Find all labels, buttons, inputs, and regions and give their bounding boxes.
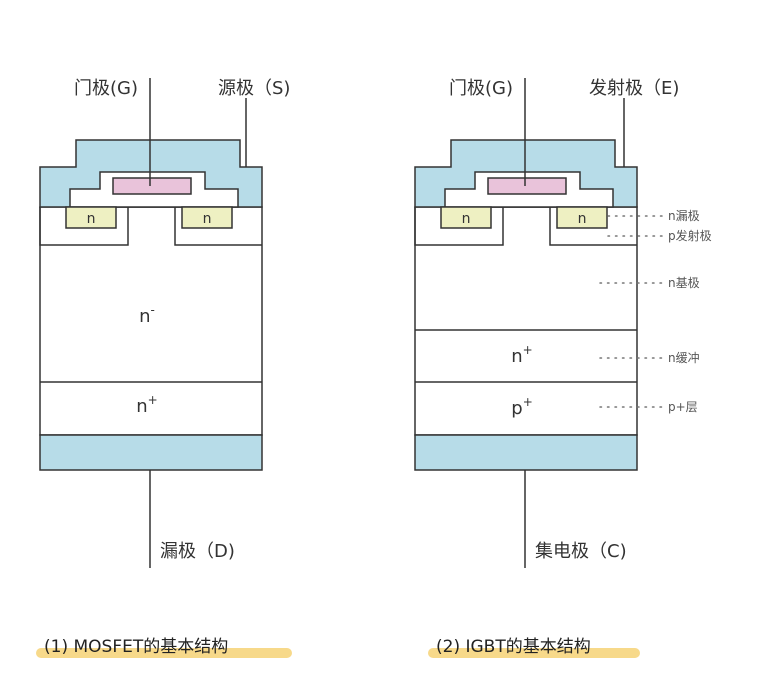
mosfet-drain-metal [39, 434, 263, 471]
igbt-p-layer-label: p+ [511, 395, 533, 419]
caption-highlight-igbt [428, 648, 640, 658]
annotation-p-plus-layer: p+层 [668, 400, 698, 414]
igbt-n-left-label: n [462, 211, 471, 227]
annotation-n-buffer: n缓冲 [668, 350, 700, 365]
caption-igbt: (2) IGBT的基本结构 [436, 637, 591, 657]
caption-mosfet: (1) MOSFET的基本结构 [44, 637, 228, 657]
igbt-gate-label: 门极(G) [449, 78, 513, 99]
mosfet-n-source-left [65, 206, 117, 229]
mosfet-gate-electrode [112, 177, 192, 195]
igbt-collector-label: 集电极（C) [535, 541, 627, 562]
annotation-n-base: n基极 [668, 276, 700, 290]
mosfet-p-well-right [174, 207, 262, 246]
mosfet-p-well-left [39, 207, 129, 246]
igbt-gate-electrode [487, 177, 567, 195]
mosfet-n-left-label: n [87, 211, 96, 227]
mosfet-structure: n n n- n+ 门极(G) 源极（S) 漏极（D) [39, 78, 290, 568]
igbt-p-well-right [549, 207, 637, 246]
igbt-p-well-left [414, 207, 504, 246]
igbt-n-right-label: n [578, 211, 587, 227]
igbt-structure: n n n+ p+ 门极(G) 发射极（E) 集电极（C) n漏极 p发射极 n… [414, 78, 712, 568]
igbt-n-emitter-left [440, 206, 492, 229]
mosfet-gate-label: 门极(G) [74, 78, 138, 99]
igbt-buffer-label: n+ [511, 343, 532, 367]
mosfet-substrate-label: n+ [136, 393, 157, 417]
mosfet-source-label: 源极（S) [218, 78, 290, 99]
mosfet-n-source-right [181, 206, 233, 229]
mosfet-n-right-label: n [203, 211, 212, 227]
igbt-collector-metal [414, 434, 638, 471]
annotation-p-emitter: p发射极 [668, 228, 712, 243]
igbt-n-emitter-right [556, 206, 608, 229]
captions: (1) MOSFET的基本结构 (2) IGBT的基本结构 [36, 637, 640, 658]
igbt-annotations [599, 215, 663, 408]
igbt-emitter-label: 发射极（E) [589, 78, 679, 99]
caption-highlight-mosfet [36, 648, 292, 658]
mosfet-drift-label: n- [139, 303, 155, 327]
mosfet-drain-label: 漏极（D) [160, 541, 235, 562]
annotation-n-drain: n漏极 [668, 209, 700, 223]
